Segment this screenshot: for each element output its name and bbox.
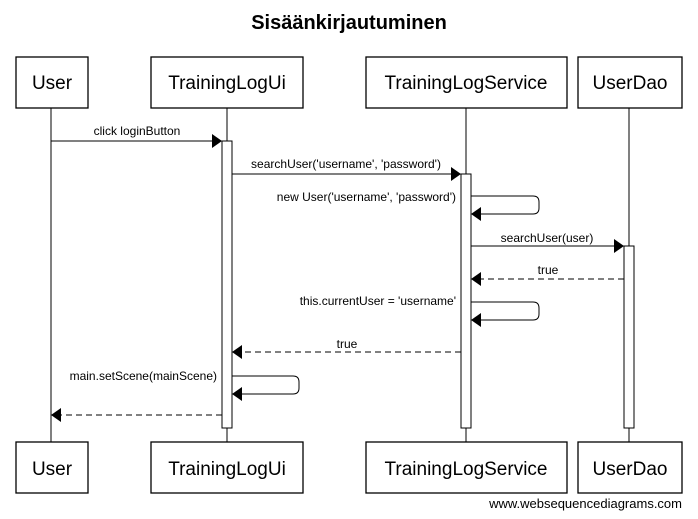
participant-user-bottom: User <box>15 441 89 494</box>
message-click-loginbutton: click loginButton <box>51 124 222 148</box>
participant-label: UserDao <box>593 459 668 480</box>
participant-label: User <box>32 73 73 94</box>
arrow-head-icon <box>451 167 461 181</box>
arrow-head-icon <box>212 134 222 148</box>
participant-traininglogui-bottom: TrainingLogUi <box>150 441 304 494</box>
watermark: www.websequencediagrams.com <box>488 496 682 511</box>
participant-label: TrainingLogService <box>385 73 548 94</box>
message-label: searchUser(user) <box>501 231 594 245</box>
message-label: true <box>337 337 358 351</box>
activation-traininglogui <box>221 140 233 429</box>
participant-label: User <box>32 459 73 480</box>
participant-traininglogservice-top: TrainingLogService <box>365 56 568 109</box>
arrow-head-icon <box>471 313 481 327</box>
message-return-true-service: true <box>232 337 461 359</box>
message-return-true-dao: true <box>471 263 624 286</box>
message-return-user <box>51 408 222 422</box>
message-label: main.setScene(mainScene) <box>70 369 217 383</box>
message-label: searchUser('username', 'password') <box>251 157 441 171</box>
arrow-head-icon <box>232 387 242 401</box>
arrow-head-icon <box>471 207 481 221</box>
message-label: true <box>538 263 559 277</box>
message-searchuser-credentials: searchUser('username', 'password') <box>232 157 461 181</box>
participant-userdao-bottom: UserDao <box>577 441 683 494</box>
participant-label: UserDao <box>593 73 668 94</box>
message-new-user: new User('username', 'password') <box>277 190 540 221</box>
message-label: click loginButton <box>94 124 181 138</box>
message-set-current-user: this.currentUser = 'username' <box>300 294 540 327</box>
participant-userdao-top: UserDao <box>577 56 683 109</box>
participant-label: TrainingLogUi <box>168 73 286 94</box>
arrow-head-icon <box>471 272 481 286</box>
participant-traininglogui-top: TrainingLogUi <box>150 56 304 109</box>
message-label: this.currentUser = 'username' <box>300 294 456 308</box>
activation-userdao <box>623 245 635 429</box>
activation-traininglogservice <box>460 173 472 429</box>
message-searchuser-user: searchUser(user) <box>471 231 624 253</box>
message-label: new User('username', 'password') <box>277 190 456 204</box>
participant-label: TrainingLogService <box>385 459 548 480</box>
arrow-head-icon <box>51 408 61 422</box>
message-set-scene: main.setScene(mainScene) <box>70 369 300 401</box>
arrow-head-icon <box>614 239 624 253</box>
participant-user-top: User <box>15 56 89 109</box>
participant-label: TrainingLogUi <box>168 459 286 480</box>
arrow-head-icon <box>232 345 242 359</box>
participant-traininglogservice-bottom: TrainingLogService <box>365 441 568 494</box>
diagram-title: Sisäänkirjautuminen <box>251 12 447 34</box>
